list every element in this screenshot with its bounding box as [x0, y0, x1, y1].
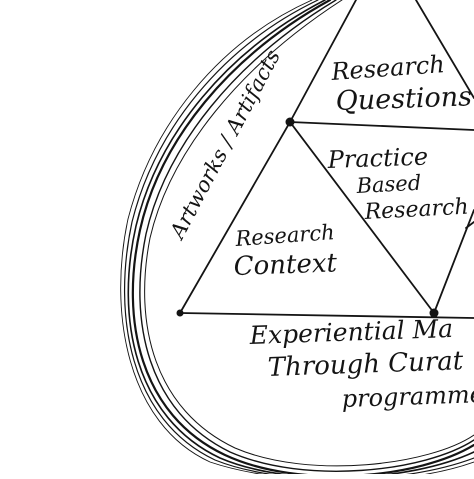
- vertex-dot-top: [285, 117, 295, 127]
- circle-stroke: [120, 0, 474, 479]
- label-artworks-artifacts: Artworks / Artifacts: [164, 46, 285, 245]
- label-research-questions-line1: Research: [329, 50, 445, 86]
- label-practice-line3: Research: [363, 195, 469, 225]
- label-practice-line2: Based: [355, 171, 422, 198]
- line-lower-left: [179, 121, 291, 314]
- vertex-dots: [176, 117, 439, 318]
- label-practice-line1: Practice: [326, 143, 428, 175]
- vertex-dot-bottom-left: [176, 309, 184, 317]
- partial-mark-right: [465, 221, 474, 229]
- line-mid-horizontal: [289, 121, 474, 131]
- vertex-dot-bottom-right: [429, 308, 439, 318]
- label-experiential-line1: Experiential Ma: [248, 314, 453, 350]
- line-center-left: [289, 121, 435, 314]
- label-research-questions-line2: Questions: [335, 81, 472, 117]
- line-base: [179, 312, 474, 319]
- line-upper-right: [415, 0, 474, 99]
- triangle-lines: [179, 0, 474, 319]
- circle-stroke: [139, 0, 474, 472]
- label-context-line2: Context: [233, 248, 338, 282]
- line-upper-left: [289, 0, 357, 123]
- label-experiential-line2: Through Curat: [267, 346, 464, 383]
- label-context-line1: Research: [234, 220, 336, 251]
- label-experiential-line3: programme: [341, 380, 474, 413]
- circle-stroke: [144, 0, 474, 467]
- circle-stroke: [124, 0, 474, 479]
